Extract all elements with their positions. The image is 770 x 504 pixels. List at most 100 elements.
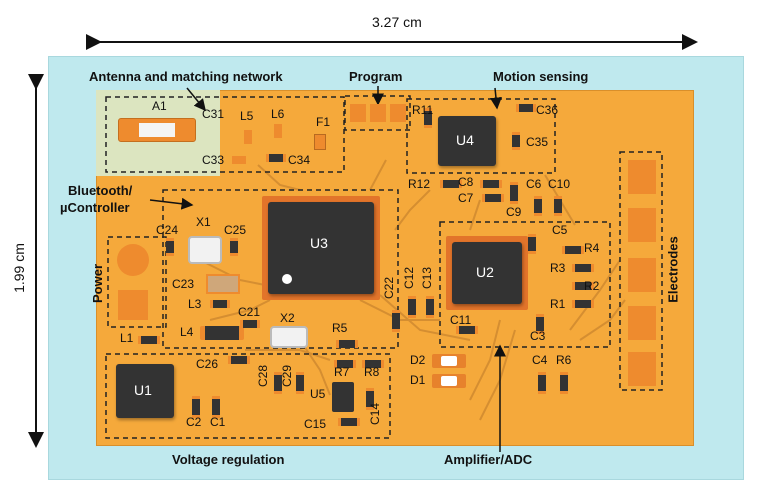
u2-label: U2: [476, 264, 494, 280]
ref-c36: C36: [536, 103, 559, 117]
ref-c12: C12: [402, 266, 417, 290]
u3-chip: U3: [268, 202, 374, 294]
component-l1: [138, 336, 160, 344]
ref-l3: L3: [188, 297, 202, 311]
ref-x2: X2: [280, 311, 295, 325]
width-dimension-label: 3.27 cm: [372, 14, 422, 30]
component-c15: [338, 418, 360, 426]
electrode-pad-5: [628, 352, 656, 386]
ref-c2: C2: [186, 415, 202, 429]
electrodes-section-label: Electrodes: [665, 236, 681, 303]
antenna-section-box: [105, 96, 345, 173]
power-pad-square: [118, 290, 148, 320]
component-c33: [232, 156, 246, 164]
ref-c9: C9: [506, 205, 522, 219]
ref-r1: R1: [550, 297, 566, 311]
component-c4: [538, 372, 546, 394]
component-c9: [510, 182, 518, 204]
program-section-box: [344, 95, 411, 131]
ref-c10: C10: [548, 177, 571, 191]
inductor-l4: [200, 326, 244, 340]
led-d1: [432, 374, 466, 388]
ref-l4: L4: [180, 325, 194, 339]
component-c26: [228, 356, 250, 364]
program-pad-2: [370, 104, 386, 122]
u4-chip: U4: [438, 116, 496, 166]
crystal-x1: [188, 236, 222, 264]
component-l3: [210, 300, 230, 308]
bluetooth-section-label-1: Bluetooth/: [68, 183, 133, 198]
component-c35: [512, 132, 520, 150]
antenna-section-label: Antenna and matching network: [89, 69, 283, 84]
ref-r3: R3: [550, 261, 566, 275]
voltage-section-label: Voltage regulation: [172, 452, 285, 467]
ref-r5: R5: [332, 321, 348, 335]
component-r3: [572, 264, 594, 272]
component-r11: [424, 108, 432, 128]
component-c1: [212, 396, 220, 418]
ref-l5: L5: [240, 109, 254, 123]
ref-d2: D2: [410, 353, 426, 367]
ref-l1: L1: [120, 331, 134, 345]
ref-r7: R7: [334, 365, 350, 379]
ref-c6: C6: [526, 177, 542, 191]
electrode-pad-3: [628, 258, 656, 292]
component-c28: [274, 372, 282, 394]
ref-c8: C8: [458, 175, 474, 189]
u1-label: U1: [134, 382, 152, 398]
ref-c26: C26: [196, 357, 219, 371]
u2-chip: U2: [452, 242, 522, 304]
component-c11: [456, 326, 478, 334]
component-c2: [192, 396, 200, 418]
antenna-a1: [118, 118, 196, 142]
electrode-pad-4: [628, 306, 656, 340]
ref-c15: C15: [304, 417, 327, 431]
u5-chip: [332, 382, 354, 412]
ref-c3: C3: [530, 329, 546, 343]
component-c22: [392, 310, 400, 332]
component-c21: [240, 320, 260, 328]
crystal-x2: [270, 326, 308, 348]
power-section-label: Power: [90, 263, 106, 304]
ref-l6: L6: [271, 107, 285, 121]
ref-c28: C28: [256, 364, 271, 388]
ref-c29: C29: [280, 364, 295, 388]
component-c36: [516, 104, 536, 112]
bluetooth-section-label-2: µController: [60, 200, 130, 215]
component-l5: [244, 130, 252, 144]
ref-c4: C4: [532, 353, 548, 367]
component-c6: [534, 196, 542, 216]
component-r8: [362, 360, 384, 368]
component-r6: [560, 372, 568, 394]
antenna-callout: [186, 87, 206, 112]
component-r12: [440, 180, 462, 188]
ref-d1: D1: [410, 373, 426, 387]
component-c13: [426, 296, 434, 318]
u1-chip: U1: [116, 364, 174, 418]
ref-c1: C1: [210, 415, 226, 429]
ref-c25: C25: [224, 223, 247, 237]
ref-c13: C13: [420, 266, 435, 290]
motion-section-label: Motion sensing: [493, 69, 589, 84]
ref-f1: F1: [316, 115, 331, 129]
component-c8: [480, 180, 502, 188]
ref-x1: X1: [196, 215, 211, 229]
component-c25: [230, 238, 238, 256]
ref-c35: C35: [526, 135, 549, 149]
component-c29: [296, 372, 304, 394]
ref-r11: R11: [412, 103, 434, 117]
component-r4: [562, 246, 584, 254]
voltage-section-box: [105, 353, 391, 439]
ref-c33: C33: [202, 153, 225, 167]
component-c12: [408, 296, 416, 318]
electrode-pad-2: [628, 208, 656, 242]
led-d2: [432, 354, 466, 368]
ref-r8: R8: [364, 365, 380, 379]
component-c3: [536, 314, 544, 334]
ref-c24: C24: [156, 223, 179, 237]
component-c14: [366, 388, 374, 410]
program-pad-1: [350, 104, 366, 122]
ref-r12: R12: [408, 177, 431, 191]
ref-c21: C21: [238, 305, 261, 319]
ref-r4: R4: [584, 241, 600, 255]
